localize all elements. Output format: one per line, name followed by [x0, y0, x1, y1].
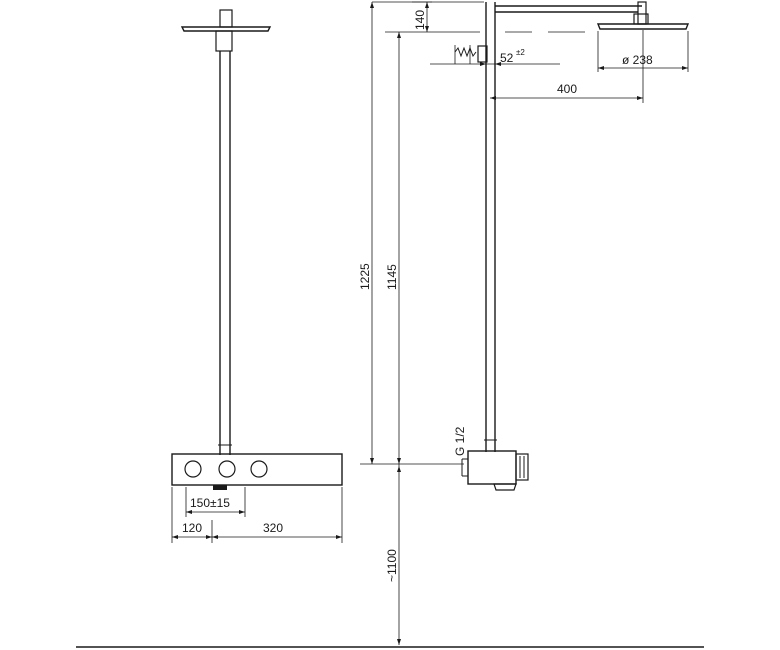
dim-connector-offset: 52 ±2 [430, 48, 560, 66]
dim-width: 120 320 [171, 487, 343, 543]
side-thermostat-unit [461, 450, 529, 491]
dim-arm-drop: 140 [410, 1, 480, 33]
side-riser-pipe [484, 2, 497, 452]
dim-connector-tolerance-label: ±2 [516, 48, 525, 57]
side-shower-arm [495, 1, 647, 25]
front-riser-pipe [218, 51, 232, 455]
dim-column-height: 1145 [385, 31, 410, 464]
side-shower-head [596, 13, 690, 30]
dim-total-height: 1225 [358, 1, 484, 464]
dim-thread-label: G 1/2 [453, 426, 467, 456]
side-knob [515, 453, 529, 481]
dim-arm-length-label: 400 [557, 82, 577, 96]
dim-inlet-spacing-label: 150±15 [190, 496, 230, 510]
front-view: 150±15 120 320 [171, 9, 343, 543]
front-knob-left [184, 460, 202, 478]
front-knob-center [218, 460, 236, 478]
front-outlet-spout [213, 485, 227, 490]
dim-left-offset-label: 120 [182, 521, 202, 535]
dim-inlet-spacing: 150±15 [185, 487, 246, 517]
front-knob-right [250, 460, 268, 478]
dim-mount-height: ~1100 [385, 464, 401, 645]
dim-column-height-label: 1145 [385, 264, 399, 290]
dim-total-height-label: 1225 [358, 263, 372, 290]
side-connector [454, 45, 488, 64]
dim-mount-height-label: ~1100 [385, 549, 399, 582]
dim-arm-length: 400 [490, 30, 644, 103]
front-shower-head [180, 9, 272, 52]
front-thermostat-unit [171, 453, 343, 490]
side-view: G 1/2 [453, 1, 690, 491]
dim-arm-drop-label: 140 [413, 10, 427, 30]
dim-head-diameter-label: ø 238 [622, 53, 653, 67]
dim-connector-offset-label: 52 [500, 51, 514, 65]
dim-unit-width-label: 320 [263, 521, 283, 535]
